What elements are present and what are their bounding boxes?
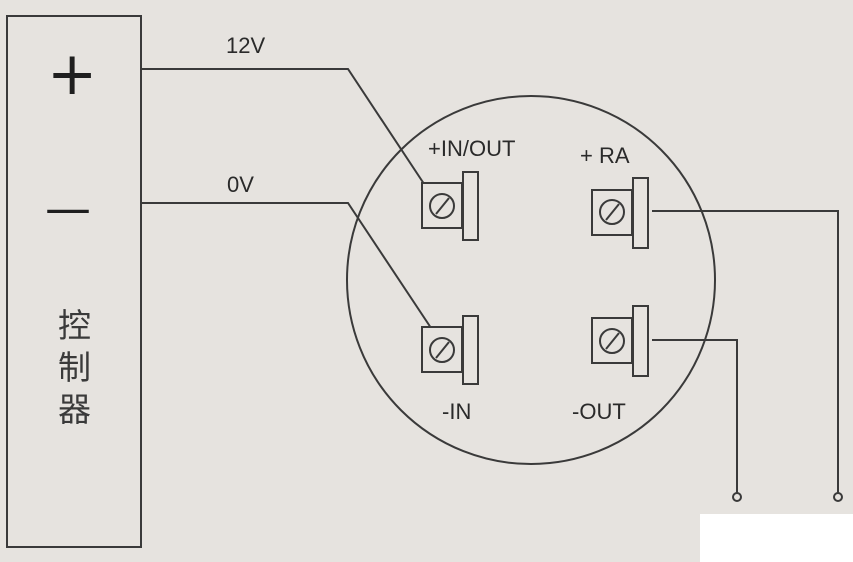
wire-ra-out <box>652 210 839 493</box>
terminal-out <box>591 305 649 377</box>
output-terminal-left <box>732 492 742 502</box>
wire-minus-out <box>652 339 738 493</box>
wire-0v <box>141 202 442 344</box>
controller-plus-symbol: + <box>47 39 98 109</box>
terminal-label-ra: + RA <box>580 143 630 168</box>
terminal-in <box>421 315 479 385</box>
terminal-label-out: -OUT <box>572 399 626 424</box>
corner-patch <box>700 514 853 562</box>
terminal-label-in-out: +IN/OUT <box>428 136 516 161</box>
output-terminal-right <box>833 492 843 502</box>
wire-label-12v: 12V <box>226 33 266 58</box>
wire-12v <box>141 68 439 206</box>
controller-minus-symbol: — <box>45 181 91 235</box>
wire-label-0v: 0V <box>227 172 254 197</box>
terminal-in-out <box>421 171 479 241</box>
terminal-label-in: -IN <box>442 399 472 424</box>
controller-label: 控制器 <box>58 306 91 429</box>
detector-circle <box>346 95 716 465</box>
controller-box <box>6 15 142 548</box>
terminal-ra <box>591 177 649 249</box>
